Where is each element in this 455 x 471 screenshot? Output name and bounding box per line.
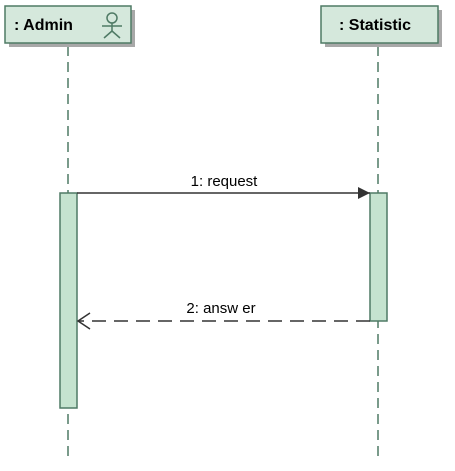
actor-icon: [102, 12, 122, 39]
statistic-activation-bar: [369, 192, 388, 322]
admin-lifeline-box[interactable]: : Admin: [4, 5, 135, 47]
statistic-lifeline-label: : Statistic: [339, 17, 411, 34]
open-arrowhead-icon: [76, 312, 91, 330]
admin-lifeline-label: : Admin: [14, 17, 73, 34]
statistic-lifeline-box[interactable]: : Statistic: [320, 5, 442, 47]
request-message-label: 1: request: [191, 173, 259, 190]
answer-message-label: 2: answ er: [186, 300, 255, 317]
admin-activation-bar: [59, 192, 78, 409]
admin-box-body: [4, 5, 132, 44]
statistic-box-body: [320, 5, 439, 44]
